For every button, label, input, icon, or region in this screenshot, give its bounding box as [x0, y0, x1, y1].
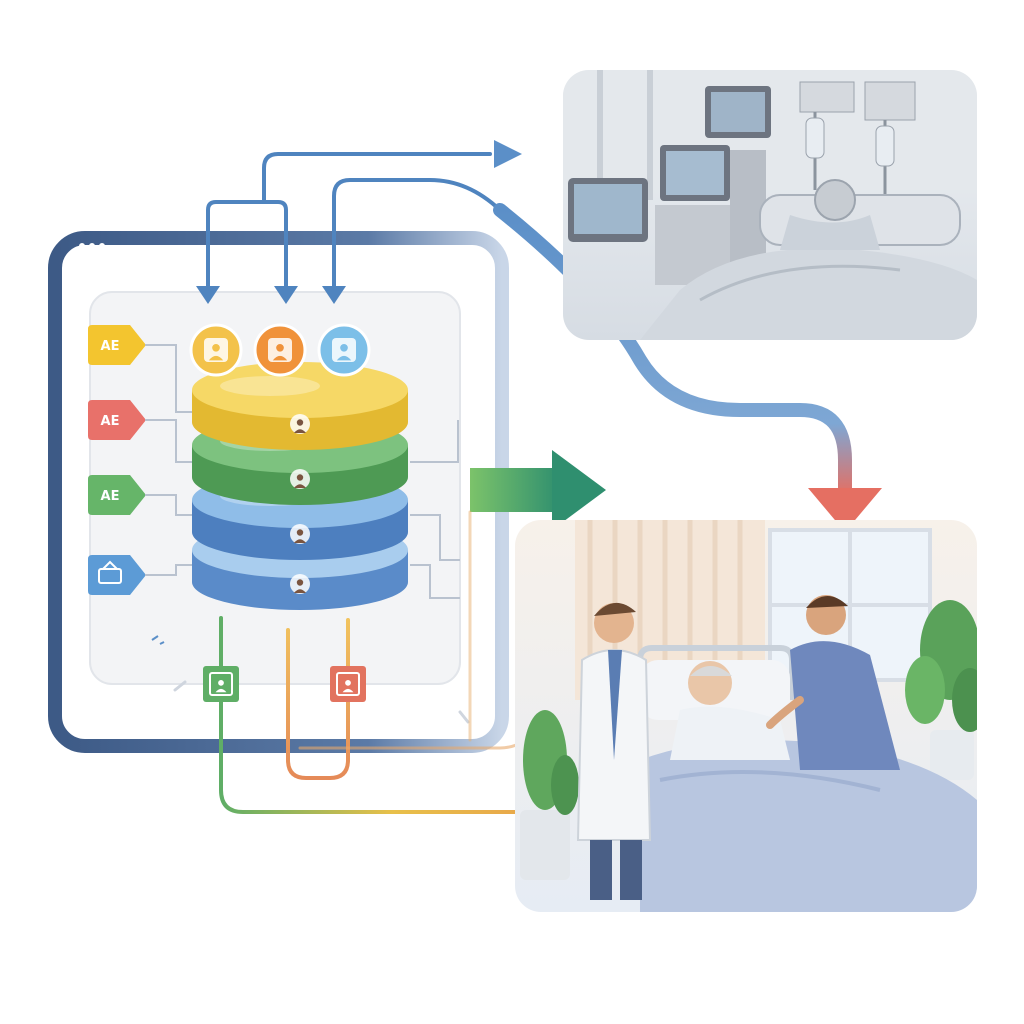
icu-bed-icon [640, 179, 977, 340]
avatar-1 [189, 323, 243, 377]
layer-yellow [192, 362, 408, 450]
small-marks [151, 635, 165, 645]
person-icon [209, 672, 233, 696]
output-arrow [470, 450, 606, 530]
window-dots [79, 243, 105, 249]
curved-flow-arrow-head [808, 488, 882, 532]
plant-icon [520, 710, 579, 880]
input-arrows [206, 152, 502, 294]
left-tags: AE AE AE [88, 325, 146, 595]
arrow-heads-down [196, 286, 346, 304]
person-icon [204, 338, 228, 362]
monitor-icon [660, 145, 730, 201]
monitor-icon [705, 86, 771, 138]
plant-icon [905, 600, 977, 780]
patient-figure [670, 661, 790, 760]
layer-person-icon [290, 469, 310, 489]
iv-stand-icon [799, 81, 916, 200]
person-icon [332, 338, 356, 362]
tag-label: AE [101, 339, 120, 354]
user-avatars [189, 323, 371, 377]
person-icon [336, 672, 360, 696]
visitor-figure [766, 595, 900, 770]
window-dot [89, 243, 95, 249]
tag-1: AE [88, 325, 146, 365]
tag-label: AE [101, 489, 120, 504]
icu-scene [563, 70, 977, 340]
tag-label: AE [101, 414, 120, 429]
layer-person-icon [290, 524, 310, 544]
monitor-icon [568, 178, 648, 242]
tag-3: AE [88, 475, 146, 515]
bottom-badges [203, 666, 366, 702]
tray-icon [98, 560, 122, 584]
data-layer-stack [192, 362, 408, 610]
window-dot [79, 243, 85, 249]
bottom-badge-2 [330, 666, 366, 702]
tag-4 [88, 555, 146, 595]
ward-scene [515, 520, 977, 912]
window-dot [99, 243, 105, 249]
avatar-2 [253, 323, 307, 377]
arrow-to-icu-head [494, 140, 522, 168]
bottom-badge-1 [203, 666, 239, 702]
avatar-3 [317, 323, 371, 377]
layer-person-icon [290, 574, 310, 594]
tag-2: AE [88, 400, 146, 440]
person-icon [268, 338, 292, 362]
window-sparkle [173, 680, 470, 724]
layer-person-icon [290, 414, 310, 434]
doctor-figure [576, 602, 652, 900]
tag-connectors [145, 344, 460, 599]
